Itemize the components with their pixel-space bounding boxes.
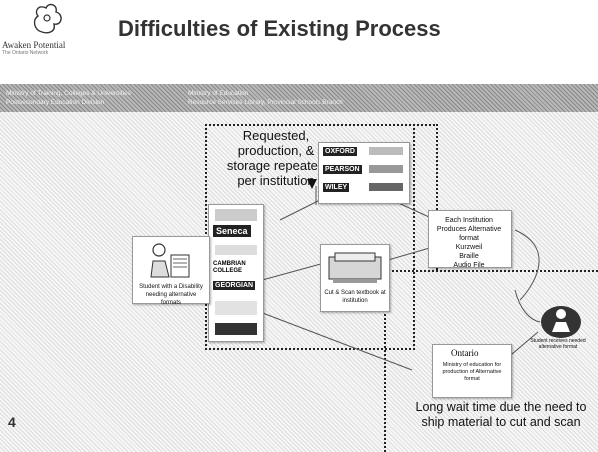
boundary-horizontal (385, 270, 598, 272)
institutions-box: Seneca CAMBRIAN COLLEGE GEORGIAN (208, 204, 264, 342)
institution-georgian: GEORGIAN (213, 281, 256, 290)
publisher-logo (369, 147, 403, 155)
long-wait-text: Long wait time due the need to ship mate… (415, 400, 587, 429)
ministry-band (0, 84, 598, 112)
student-reading-icon (150, 243, 190, 278)
logo-text: Awaken Potential (2, 40, 66, 50)
boundary-top-right (318, 124, 438, 126)
institution-logo (215, 301, 257, 315)
scanner-icon (328, 252, 382, 283)
ministry-caption: Ministry of education for production of … (442, 362, 502, 382)
slide-number: 4 (8, 414, 16, 430)
ministry2-line2: Resource Services Library, Provincial Sc… (188, 99, 343, 106)
institution-seneca: Seneca (213, 225, 251, 237)
awaken-potential-logo-icon (33, 3, 62, 34)
institution-produces-label: Each Institution Produces Alternative fo… (436, 217, 502, 242)
publisher-oxford: OXFORD (323, 147, 357, 156)
publisher-wiley: WILEY (323, 183, 350, 192)
student-disability-box: Student with a Disability needing altern… (132, 236, 210, 306)
logo-tagline: The Ontario Network (2, 50, 49, 56)
institution-cambrian: CAMBRIAN COLLEGE (213, 261, 246, 274)
scan-caption: Cut & Scan textbook at institution (324, 290, 386, 304)
ministry2-line1: Ministry of Education (188, 90, 249, 97)
institution-logo (215, 245, 257, 255)
institution-produces-text: Each Institution Produces Alternative fo… (430, 216, 508, 270)
ministry-education-box: Ontario Ministry of education for produc… (432, 344, 512, 398)
institution-logo (215, 323, 257, 335)
student-receives-caption: Student receives needed alternative form… (530, 338, 586, 350)
publisher-logo (369, 165, 403, 173)
format-audio: Audio File (453, 262, 485, 269)
format-braille: Braille (459, 253, 479, 260)
publisher-pearson: PEARSON (323, 165, 362, 174)
scanner-box: Cut & Scan textbook at institution (320, 244, 390, 312)
publishers-box: OXFORD PEARSON WILEY (318, 142, 410, 204)
student-receives-icon (541, 306, 581, 338)
boundary-vertical (384, 270, 386, 452)
publisher-logo (369, 183, 403, 191)
ministry1-line1: Ministry of Training, Colleges & Univers… (6, 90, 131, 97)
institution-produces-box (428, 210, 512, 268)
student-caption: Student with a Disability needing altern… (139, 284, 203, 306)
down-arrow-icon (307, 179, 317, 189)
page-title: Difficulties of Existing Process (118, 16, 441, 41)
ministry1-line2: Postsecondary Education Division (6, 99, 105, 106)
requested-production-text: Requested, production, & storage repeate… (226, 128, 326, 188)
format-kurzweil: Kurzweil (455, 244, 483, 251)
ontario-logo: Ontario (451, 348, 479, 358)
institution-logo (215, 209, 257, 221)
boundary-right (436, 124, 438, 270)
